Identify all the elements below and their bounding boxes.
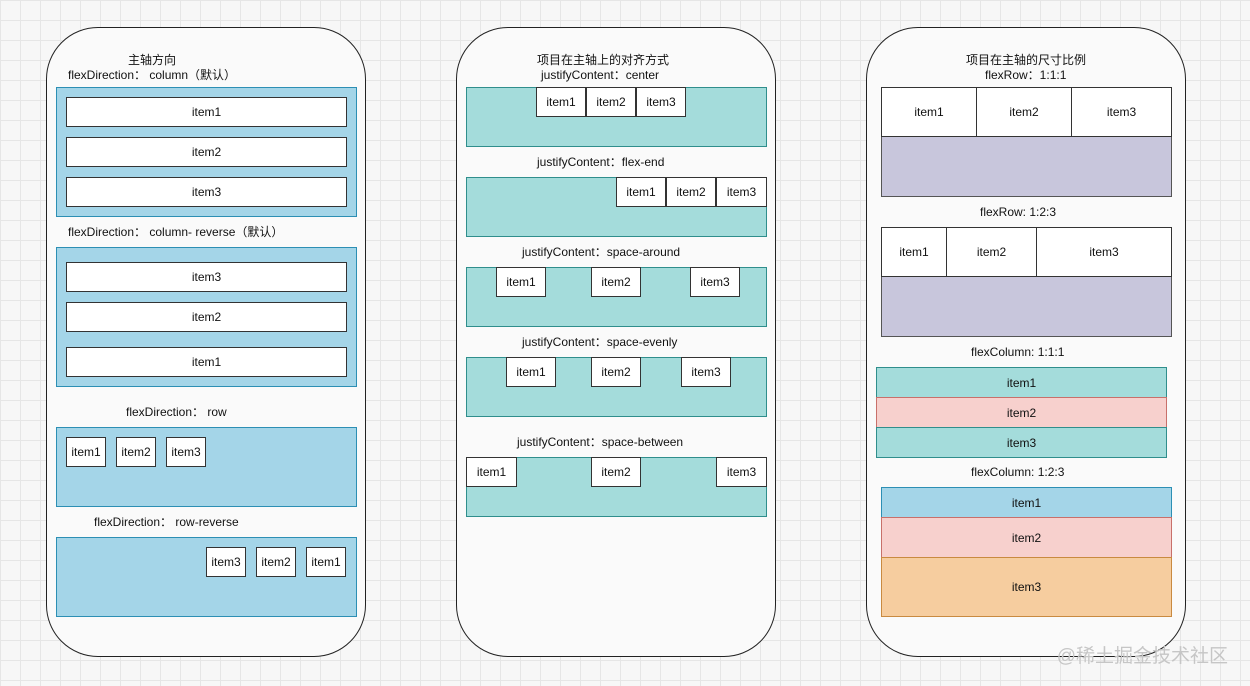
row-reverse-label: flexDirection： row-reverse	[94, 515, 239, 529]
space-between-item: item1	[466, 457, 517, 487]
center-item: item1	[536, 87, 586, 117]
space-evenly-item: item1	[506, 357, 556, 387]
flex-end-item: item2	[666, 177, 716, 207]
column-item: item1	[66, 97, 347, 127]
flex-column-123-item: item1	[881, 487, 1172, 518]
space-around-label: justifyContent：space-around	[522, 245, 681, 259]
flex-row-123-label: flexRow: 1:2:3	[980, 205, 1057, 219]
column-label: flexDirection： column（默认）	[68, 68, 237, 82]
flex-row-123-item: item1	[881, 227, 947, 277]
watermark: @稀土掘金技术社区	[1056, 646, 1228, 667]
row-reverse-item: item1	[306, 547, 346, 577]
center-item: item3	[636, 87, 686, 117]
space-between-item: item2	[591, 457, 641, 487]
flex-row-111-item: item2	[976, 87, 1072, 137]
flex-end-item: item1	[616, 177, 666, 207]
space-evenly-label: justifyContent：space-evenly	[522, 335, 678, 349]
center-label: justifyContent：center	[541, 68, 660, 82]
flex-column-111-label: flexColumn: 1:1:1	[971, 345, 1065, 359]
space-around-item: item1	[496, 267, 546, 297]
column-item: item2	[66, 137, 347, 167]
row-reverse-item: item2	[256, 547, 296, 577]
column-reverse-item: item1	[66, 347, 347, 377]
space-evenly-item: item2	[591, 357, 641, 387]
space-between-item: item3	[716, 457, 767, 487]
flex-column-123-label: flexColumn: 1:2:3	[971, 465, 1065, 479]
flex-column-123-item: item3	[881, 557, 1172, 617]
row-label: flexDirection： row	[126, 405, 227, 419]
flex-end-label: justifyContent：flex-end	[537, 155, 665, 169]
space-evenly-item: item3	[681, 357, 731, 387]
column-reverse-item: item3	[66, 262, 347, 292]
space-around-item: item2	[591, 267, 641, 297]
flex-row-111-label: flexRow：1:1:1	[985, 68, 1067, 82]
row-item: item3	[166, 437, 206, 467]
row-item: item2	[116, 437, 156, 467]
flex-column-123-item: item2	[881, 517, 1172, 558]
column-item: item3	[66, 177, 347, 207]
ratio-title: 项目在主轴的尺寸比例	[966, 53, 1087, 67]
flex-row-111-item: item1	[881, 87, 977, 137]
row-container	[56, 427, 357, 507]
direction-title: 主轴方向	[128, 53, 177, 67]
flex-column-111-item: item1	[876, 367, 1167, 398]
flex-column-111-item: item2	[876, 397, 1167, 428]
space-around-item: item3	[690, 267, 740, 297]
center-item: item2	[586, 87, 636, 117]
space-between-label: justifyContent：space-between	[517, 435, 684, 449]
row-item: item1	[66, 437, 106, 467]
column-reverse-label: flexDirection： column- reverse（默认）	[68, 225, 284, 239]
flex-row-123-item: item2	[946, 227, 1037, 277]
justify-title: 项目在主轴上的对齐方式	[537, 53, 670, 67]
flex-column-111-item: item3	[876, 427, 1167, 458]
row-reverse-item: item3	[206, 547, 246, 577]
column-reverse-item: item2	[66, 302, 347, 332]
flex-end-item: item3	[716, 177, 767, 207]
flex-row-123-item: item3	[1036, 227, 1172, 277]
flex-row-111-item: item3	[1071, 87, 1172, 137]
